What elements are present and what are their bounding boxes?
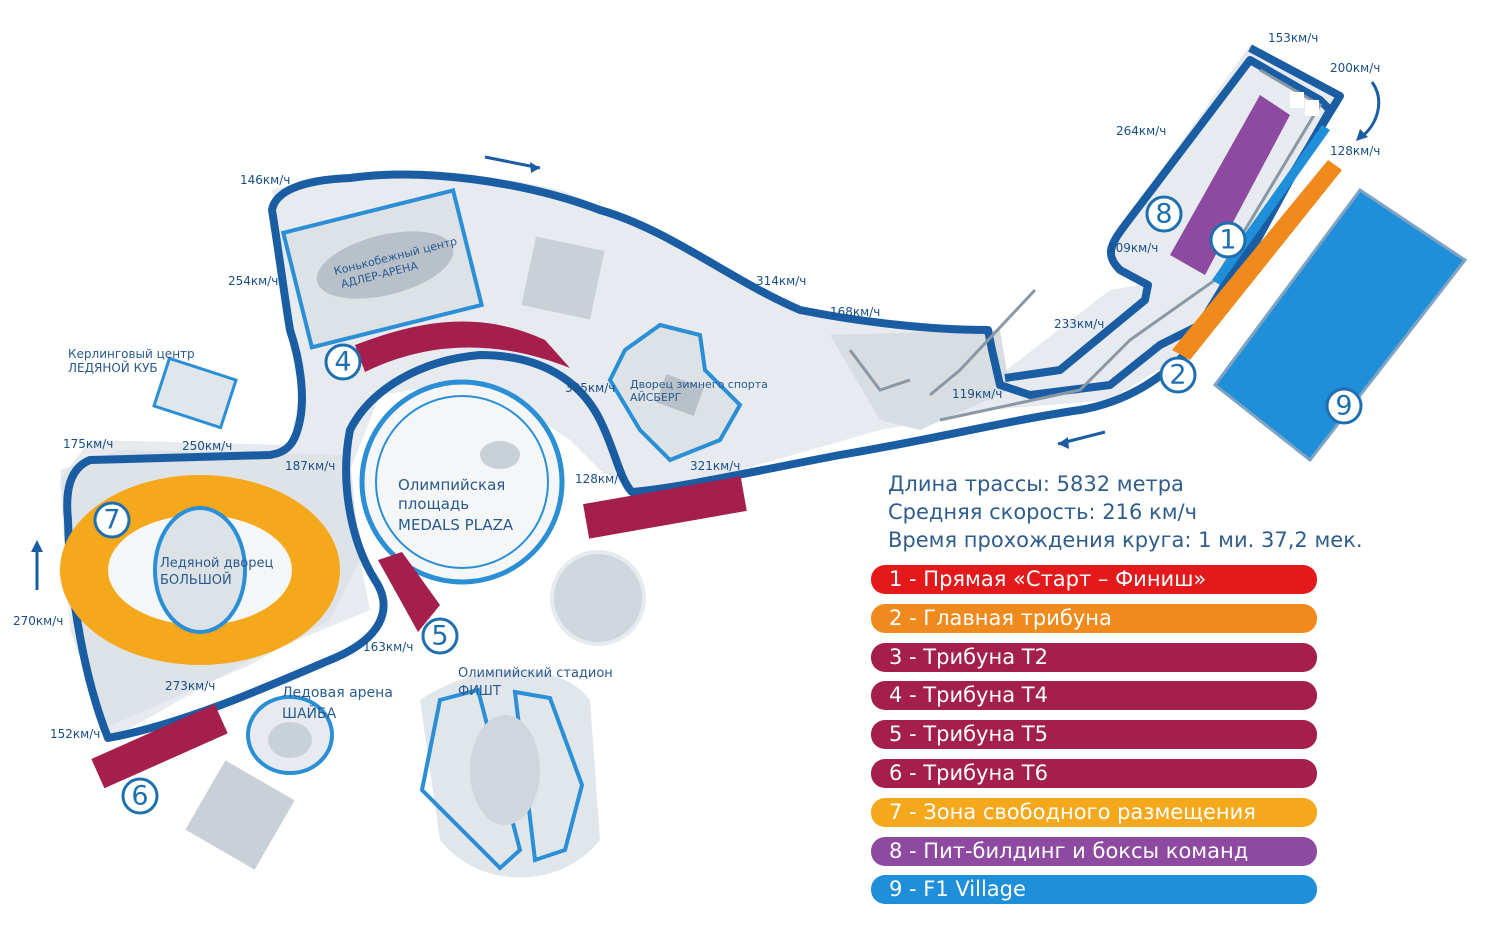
bolshoy-dome <box>153 506 247 634</box>
svg-text:4: 4 <box>334 347 351 378</box>
legend-item: 9 - F1 Village <box>871 875 1317 905</box>
venue-label: Ледяной дворец <box>160 556 273 571</box>
marker-2: 2 <box>1159 356 1197 394</box>
legend-item: 3 - Трибуна Т2 <box>871 642 1317 672</box>
adler-arena-roof <box>316 231 454 299</box>
round-hall <box>550 550 646 646</box>
speed-label: 152км/ч <box>50 727 100 741</box>
speed-label: 254км/ч <box>228 274 278 288</box>
fisht-field <box>470 715 540 825</box>
venue-label: Олимпийский стадион <box>458 666 613 681</box>
shayba-roof <box>268 722 312 758</box>
service-road <box>848 288 1037 397</box>
direction-arrow <box>1359 81 1381 140</box>
track-length: Длина трассы: 5832 метра <box>888 472 1184 496</box>
pit-box <box>1290 92 1304 108</box>
infield-grey <box>830 330 1010 430</box>
gray-block-1 <box>521 236 605 320</box>
speed-label: 163км/ч <box>363 640 413 654</box>
svg-text:8: 8 <box>1155 199 1172 230</box>
stand-t4 <box>355 321 570 372</box>
legend-item: 5 - Трибуна Т5 <box>871 720 1317 750</box>
fisht-stand-left <box>419 687 523 871</box>
legend-item: 2 - Главная трибуна <box>871 603 1317 633</box>
venue-label: Дворец зимнего спорта <box>630 378 768 391</box>
pit-lane <box>939 68 1323 422</box>
gray-block-2 <box>185 760 295 870</box>
direction-arrow-head <box>530 162 540 173</box>
legend-item: 8 - Пит-билдинг и боксы команд <box>871 836 1317 866</box>
marker-4: 4 <box>324 343 362 381</box>
legend-item: 7 - Зона свободного размещения <box>871 797 1317 827</box>
track-info: Длина трассы: 5832 метра Средняя скорост… <box>888 470 1363 554</box>
main-grandstand-2 <box>1172 160 1342 360</box>
svg-text:5: 5 <box>431 621 448 652</box>
svg-text:6: 6 <box>131 781 148 812</box>
venue-label: АЙСБЕРГ <box>630 391 682 404</box>
iceberg-roof <box>656 374 704 416</box>
speed-label: 233км/ч <box>1054 317 1104 331</box>
venue-label: БОЛЬШОЙ <box>160 572 232 588</box>
speed-label: 187км/ч <box>285 459 335 473</box>
f1-village-9 <box>1212 187 1468 463</box>
stand-t2 <box>583 476 747 539</box>
svg-text:9: 9 <box>1335 391 1352 422</box>
svg-text:2: 2 <box>1169 360 1186 391</box>
svg-text:7: 7 <box>103 505 120 536</box>
curling-cube <box>152 356 238 430</box>
plaza-stage <box>480 441 520 469</box>
stand-t6 <box>91 704 228 789</box>
venue-label: MEDALS PLAZA <box>398 516 514 534</box>
speed-label: 273км/ч <box>165 679 215 693</box>
stand-t5 <box>378 552 440 632</box>
speed-label: 264км/ч <box>1116 124 1166 138</box>
track-lap-time: Время прохождения круга: 1 ми. 37,2 мек. <box>888 528 1363 552</box>
marker-1: 1 <box>1209 221 1247 259</box>
venue-label: площадь <box>398 495 469 513</box>
track-avg-speed: Средняя скорость: 216 км/ч <box>888 500 1198 524</box>
venue-label: ШАЙБА <box>282 704 337 722</box>
marker-7: 7 <box>93 501 131 539</box>
speed-label: 119км/ч <box>952 387 1002 401</box>
pit-building-8 <box>1170 95 1290 275</box>
marker-9: 9 <box>1325 387 1363 425</box>
direction-arrow-head <box>1356 129 1368 141</box>
venue-label: ФИШТ <box>458 684 501 699</box>
marker-6: 6 <box>121 777 159 815</box>
medals-plaza <box>359 379 565 585</box>
speed-label: 305км/ч <box>565 381 615 395</box>
speed-label: 128км/ч <box>1330 144 1380 158</box>
venue-label: Ледовая арена <box>282 685 393 701</box>
svg-text:1: 1 <box>1219 225 1236 256</box>
speed-label: 314км/ч <box>756 274 806 288</box>
pit-box <box>1305 100 1319 116</box>
medals-plaza-inner <box>375 395 549 569</box>
legend-item: 1 - Прямая «Старт – Финиш» <box>871 565 1317 594</box>
speed-label: 109км/ч <box>1108 241 1158 255</box>
speed-label: 128км/ч <box>575 472 625 486</box>
speed-label: 270км/ч <box>13 614 63 628</box>
venue-label: Олимпийская <box>398 476 505 494</box>
speed-label: 250км/ч <box>182 439 232 453</box>
marker-8: 8 <box>1145 195 1183 233</box>
speed-label: 146км/ч <box>240 173 290 187</box>
direction-arrow-head <box>1058 437 1069 449</box>
legend-item: 4 - Трибуна Т4 <box>871 681 1317 711</box>
legend-item: 6 - Трибуна Т6 <box>871 758 1317 788</box>
speed-label: 175км/ч <box>63 437 113 451</box>
speed-label: 168км/ч <box>830 305 880 319</box>
venue-label: ЛЕДЯНОЙ КУБ <box>68 360 158 375</box>
speed-label: 200км/ч <box>1330 61 1380 75</box>
fisht-stand-right <box>512 689 585 863</box>
race-track <box>63 44 1344 742</box>
venue-label: Керлинговый центр <box>68 347 195 361</box>
legend: 1 - Прямая «Старт – Финиш» 2 - Главная т… <box>871 565 1317 914</box>
marker-5: 5 <box>421 617 459 655</box>
speed-label: 321км/ч <box>690 459 740 473</box>
direction-arrow-head <box>31 540 43 552</box>
speed-label: 153км/ч <box>1268 31 1318 45</box>
